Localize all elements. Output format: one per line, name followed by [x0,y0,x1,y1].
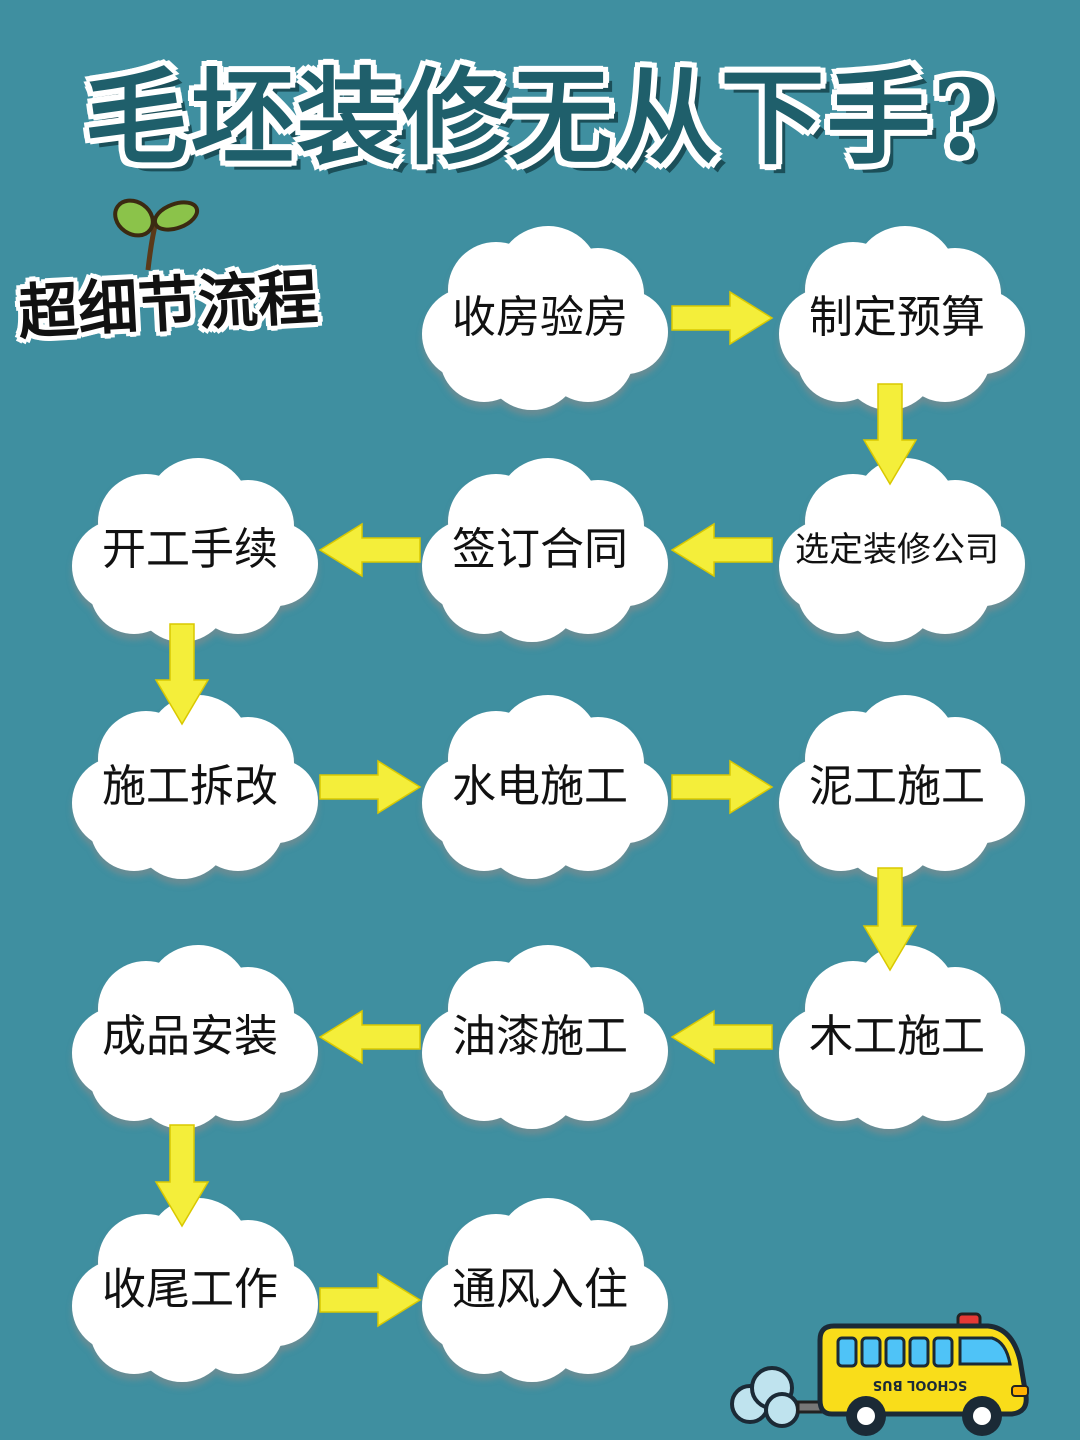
step-label: 油漆施工 [452,1011,628,1062]
step-label: 制定预算 [809,292,985,343]
step-label: 木工施工 [809,1011,985,1062]
arrow-right [671,759,774,815]
arrow-down [862,383,918,486]
bus-sign: SCHOOL BUS [873,1377,968,1392]
step-label: 选定装修公司 [795,530,999,570]
sprout-icon [113,198,200,271]
step-label: 收尾工作 [102,1264,278,1315]
arrow-left [318,1009,421,1065]
school-bus-icon: SCHOOL BUS [730,1312,1029,1436]
arrow-down [862,867,918,972]
arrow-right [319,1272,422,1328]
watermark: 小红 [505,711,550,736]
step-label: 签订合同 [452,524,628,575]
arrow-left [670,1009,773,1065]
step-label: 通风入住 [452,1264,628,1315]
arrow-down [154,623,210,726]
step-label: 水电施工 [452,761,628,812]
step-label: 施工拆改 [102,761,278,812]
step-label: 成品安装 [102,1011,278,1062]
arrow-right [319,759,422,815]
arrow-right [671,290,774,346]
arrow-left [670,522,773,578]
page-title: 毛坯装修无从下手? [84,56,996,179]
arrow-left [318,522,421,578]
step-label: 收房验房 [452,292,628,343]
step-label: 开工手续 [102,524,278,575]
arrow-down [154,1124,210,1228]
step-label: 泥工施工 [809,761,985,812]
